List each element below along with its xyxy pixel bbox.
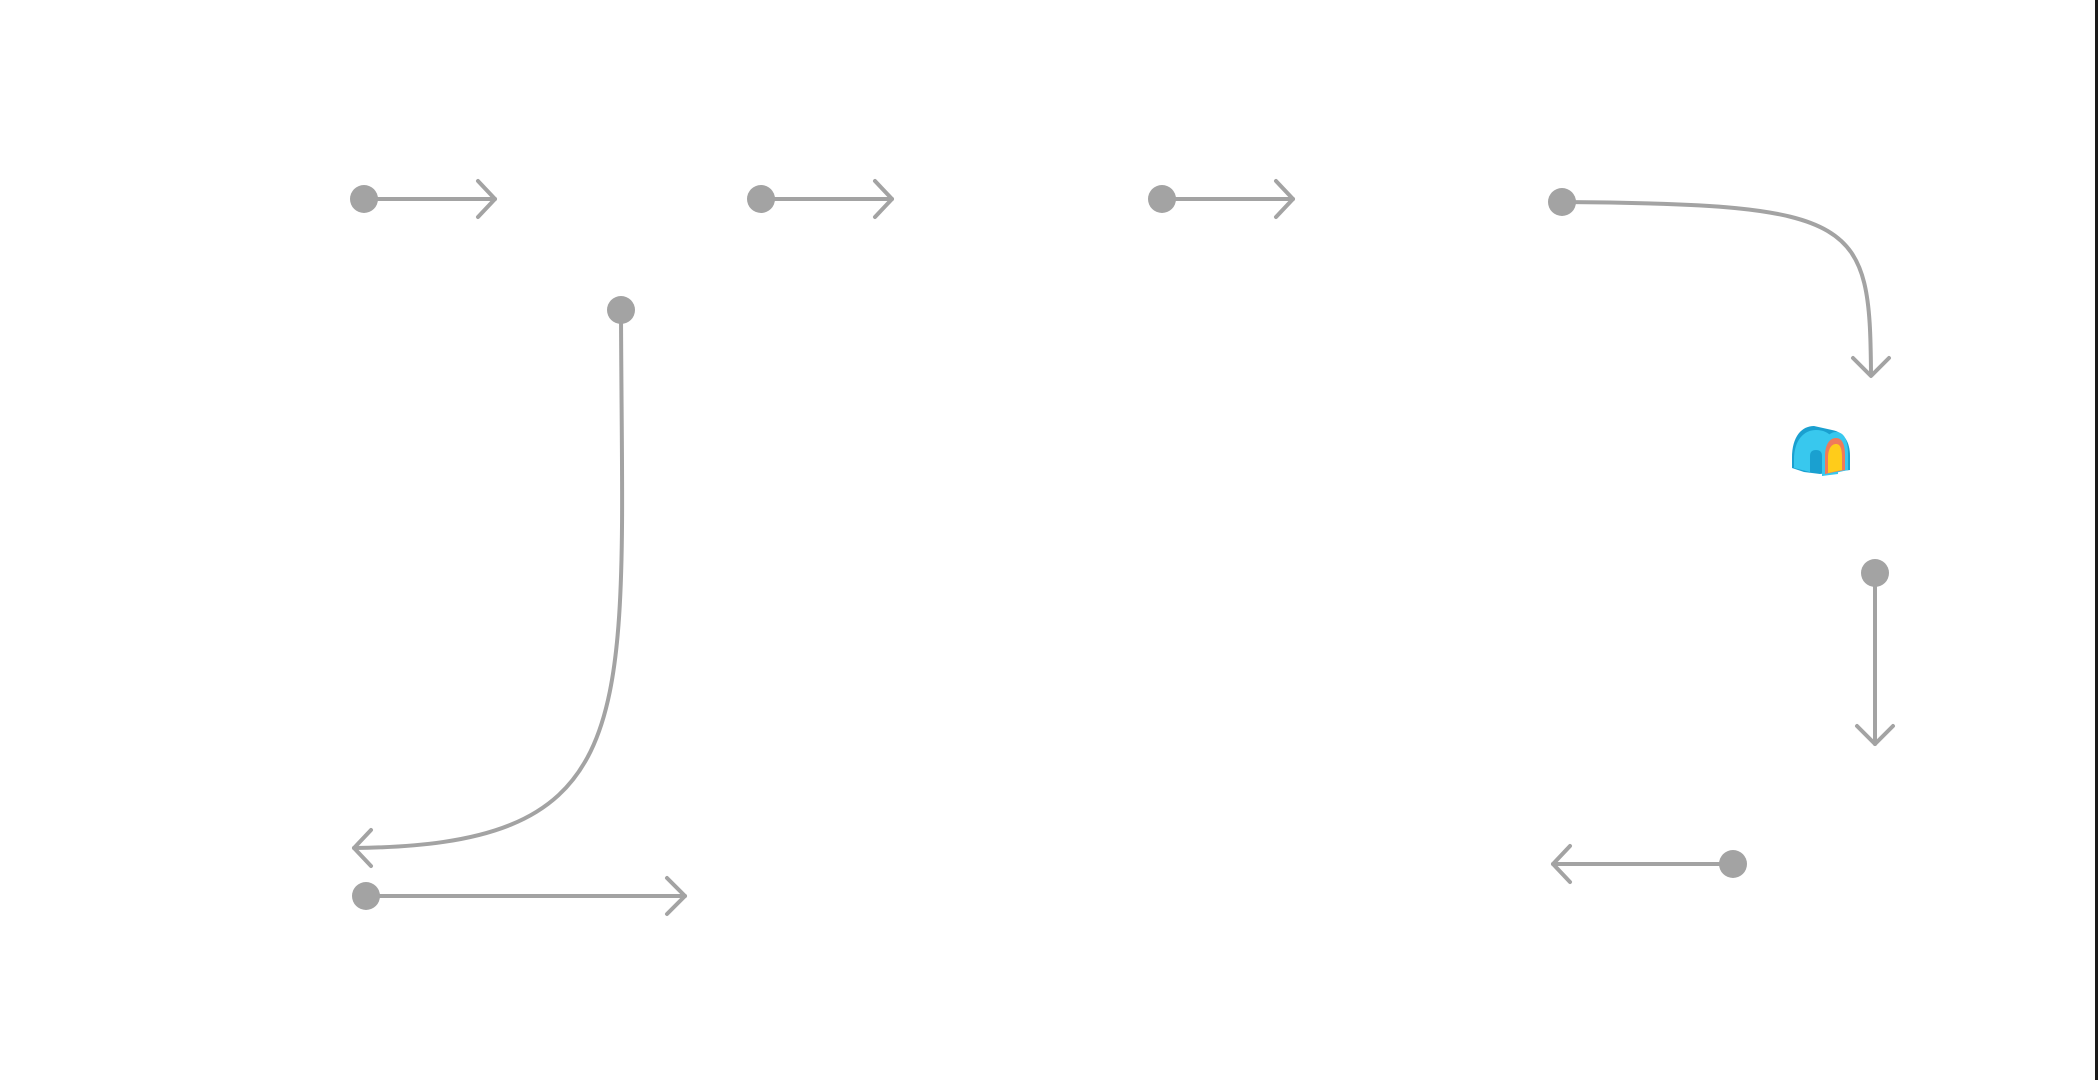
connector-right-vertical[interactable] — [1855, 559, 1895, 746]
connector-row1-d[interactable] — [1548, 188, 1891, 378]
tunnel-ring-inner — [1828, 444, 1842, 473]
arrowhead — [1274, 179, 1295, 219]
arrowhead — [352, 828, 373, 868]
connector-bottom-right[interactable] — [1551, 844, 1747, 884]
canvas-right-edge — [2095, 0, 2098, 1080]
connector-line[interactable] — [1560, 200, 1873, 377]
connector-row1-b[interactable] — [747, 179, 894, 219]
connector-row1-a[interactable] — [350, 179, 497, 219]
connector-start-handle[interactable] — [607, 296, 635, 324]
arrowhead — [1851, 356, 1891, 378]
connector-row1-c[interactable] — [1148, 179, 1295, 219]
connector-start-handle[interactable] — [1148, 185, 1176, 213]
connector-line[interactable] — [352, 308, 625, 850]
connector-start-handle[interactable] — [1548, 188, 1576, 216]
connector-bottom-left[interactable] — [352, 876, 687, 916]
connector-start-handle[interactable] — [1719, 850, 1747, 878]
connector-start-handle[interactable] — [352, 882, 380, 910]
arrowhead — [1855, 724, 1895, 746]
connector-start-handle[interactable] — [747, 185, 775, 213]
connector-start-handle[interactable] — [1861, 559, 1889, 587]
connector-left-curve[interactable] — [352, 296, 635, 868]
arrowhead — [665, 876, 687, 916]
arrowhead — [873, 179, 894, 219]
connector-start-handle[interactable] — [350, 185, 378, 213]
arrowhead — [476, 179, 497, 219]
arrowhead — [1551, 844, 1572, 884]
tunnel-icon[interactable] — [1792, 426, 1850, 476]
